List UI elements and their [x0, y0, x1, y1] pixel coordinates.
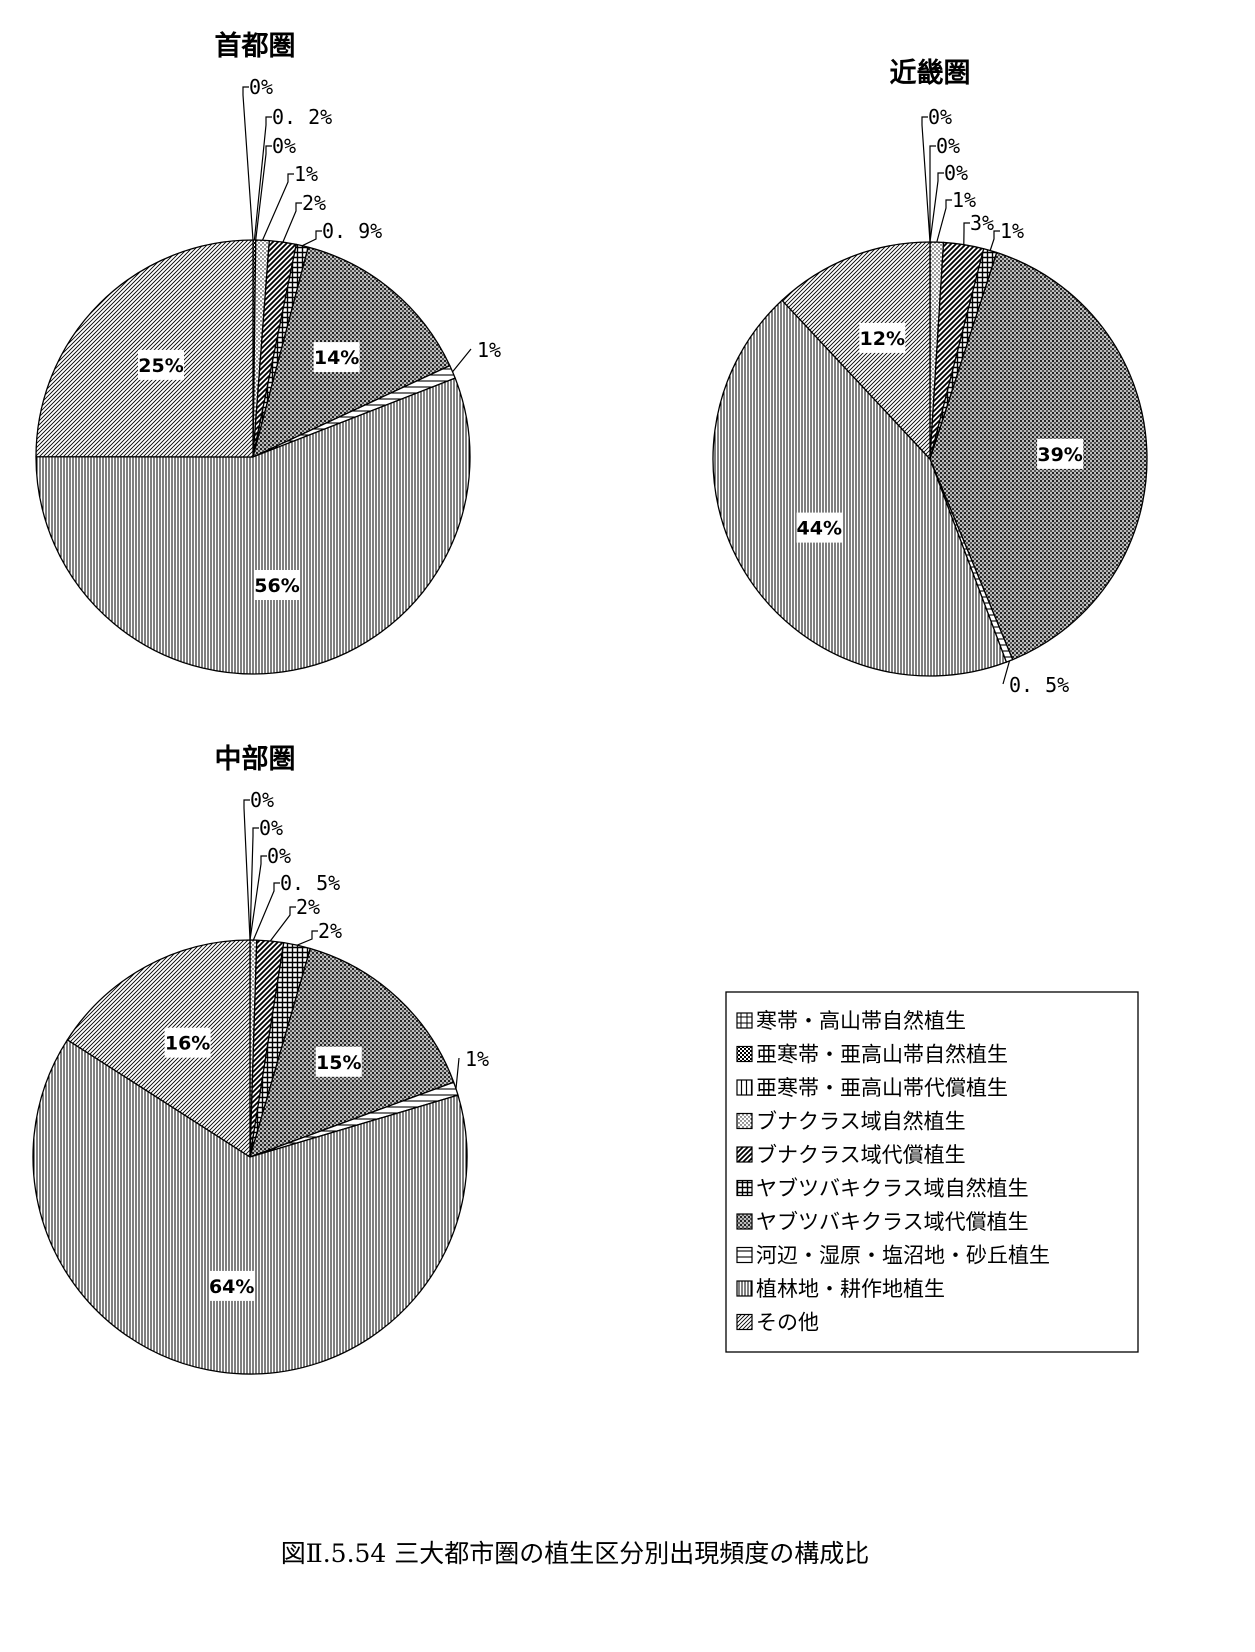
- slice-label: 15%: [316, 1052, 361, 1074]
- legend-entry: ヤブツバキクラス域自然植生: [756, 1177, 1029, 1201]
- slice-label: 12%: [860, 328, 905, 350]
- leader-line: [936, 199, 952, 243]
- slice-label: 1%: [294, 162, 318, 186]
- pie-slice: [35, 377, 471, 675]
- pie-0: 首都圏 0% 0. 2% 0% 1% 2% 0. 9% 14% 1% 56% 25%: [35, 30, 501, 675]
- slice-label: 0. 5%: [1009, 673, 1069, 697]
- legend-entry: その他: [756, 1311, 819, 1335]
- slice-label: 0%: [928, 105, 952, 129]
- slice-label: 1%: [952, 188, 976, 212]
- slice-label: 56%: [254, 575, 299, 597]
- slice-label: 0%: [272, 134, 296, 158]
- slice-label: 0%: [936, 134, 960, 158]
- label-box: [164, 1027, 211, 1058]
- slice-label: 3%: [970, 211, 994, 235]
- leader-line: [963, 222, 970, 245]
- label-box: [859, 322, 906, 353]
- slice-label: 2%: [296, 895, 320, 919]
- legend-swatch: [736, 1313, 753, 1331]
- leader-line: [243, 799, 251, 941]
- slice-label: 14%: [314, 347, 359, 369]
- legend-entry: 寒帯・高山帯自然植生: [756, 1009, 966, 1033]
- label-box: [796, 512, 843, 543]
- slice-label: 0%: [267, 844, 291, 868]
- pie-title: 首都圏: [215, 30, 296, 62]
- slice-label: 25%: [138, 355, 183, 377]
- legend-swatch: [736, 1045, 753, 1063]
- slice-label: 1%: [1000, 219, 1024, 243]
- pie-title: 中部圏: [215, 743, 296, 775]
- pie-slice: [35, 239, 254, 458]
- leader-line: [929, 145, 936, 242]
- leader-line: [261, 173, 294, 241]
- slice-label: 1%: [477, 338, 501, 362]
- slice-label: 1%: [465, 1047, 489, 1071]
- leader-line: [282, 202, 302, 243]
- legend-swatch: [736, 1146, 753, 1163]
- legend: 寒帯・高山帯自然植生亜寒帯・亜高山帯自然植生亜寒帯・亜高山帯代償植生ブナクラス域…: [725, 991, 1139, 1353]
- pie-slice: [712, 299, 1007, 677]
- leader-line: [929, 172, 944, 243]
- label-box: [208, 1270, 255, 1301]
- legend-entry: ブナクラス域代償植生: [756, 1143, 966, 1167]
- pie-1: 近畿圏 0% 0% 0% 1%3%1% 39% 0. 5% 44% 12%: [712, 58, 1148, 697]
- leader-line: [452, 348, 472, 373]
- slice-label: 0%: [259, 816, 283, 840]
- slice-label: 16%: [165, 1033, 210, 1055]
- pie-charts: 首都圏 0% 0. 2% 0% 1% 2% 0. 9% 14% 1% 56% 25% 近畿圏 0% 0% 0…: [32, 30, 1148, 1375]
- slice-label: 2%: [318, 919, 342, 943]
- figure-caption: 図Ⅱ.5.54 三大都市圏の植生区分別出現頻度の構成比: [281, 1539, 870, 1568]
- leader-line: [242, 86, 254, 241]
- legend-swatch: [736, 1012, 753, 1029]
- slice-label: 0%: [250, 788, 274, 812]
- legend-swatch: [736, 1079, 753, 1096]
- slice-label: 64%: [209, 1276, 254, 1298]
- slice-label: 0. 5%: [280, 871, 340, 895]
- leader-line: [269, 906, 296, 942]
- leader-line: [252, 882, 280, 941]
- legend-swatch: [736, 1112, 753, 1130]
- pie-title: 近畿圏: [890, 58, 971, 89]
- slice-label: 39%: [1037, 444, 1082, 466]
- legend-swatch: [736, 1213, 753, 1230]
- pie-slice: [66, 939, 251, 1158]
- leader-line: [455, 1057, 460, 1089]
- leader-line: [989, 230, 1000, 251]
- slice-label: 2%: [302, 191, 326, 215]
- legend-swatch: [736, 1280, 753, 1297]
- leader-line: [302, 230, 322, 247]
- leader-line: [249, 827, 259, 941]
- leader-line: [249, 855, 267, 941]
- label-box: [315, 1046, 362, 1077]
- leader-line: [921, 116, 931, 243]
- pie-slice: [781, 241, 931, 460]
- slice-label: 0. 2%: [272, 105, 332, 129]
- legend-entry: 亜寒帯・亜高山帯自然植生: [756, 1043, 1008, 1067]
- slice-label: 0. 9%: [322, 219, 382, 243]
- slice-label: 44%: [797, 518, 842, 540]
- legend-entry: 植林地・耕作地植生: [756, 1277, 945, 1301]
- label-box: [138, 349, 184, 380]
- leader-line: [255, 145, 272, 241]
- label-box: [313, 342, 360, 373]
- legend-entry: ブナクラス域自然植生: [756, 1110, 966, 1134]
- legend-swatch: [736, 1179, 753, 1197]
- legend-entry: 亜寒帯・亜高山帯代償植生: [756, 1076, 1008, 1100]
- legend-swatch: [736, 1246, 753, 1264]
- leader-line: [253, 116, 272, 241]
- leader-line: [1002, 660, 1011, 685]
- pie-slice: [32, 1039, 468, 1375]
- legend-frame: [725, 991, 1139, 1353]
- slice-label: 0%: [944, 161, 968, 185]
- label-box: [1037, 438, 1084, 469]
- legend-entry: ヤブツバキクラス域代償植生: [756, 1210, 1029, 1234]
- label-box: [254, 570, 300, 600]
- leader-line: [296, 930, 318, 946]
- legend-entry: 河辺・湿原・塩沼地・砂丘植生: [756, 1244, 1050, 1268]
- slice-label: 0%: [249, 75, 273, 99]
